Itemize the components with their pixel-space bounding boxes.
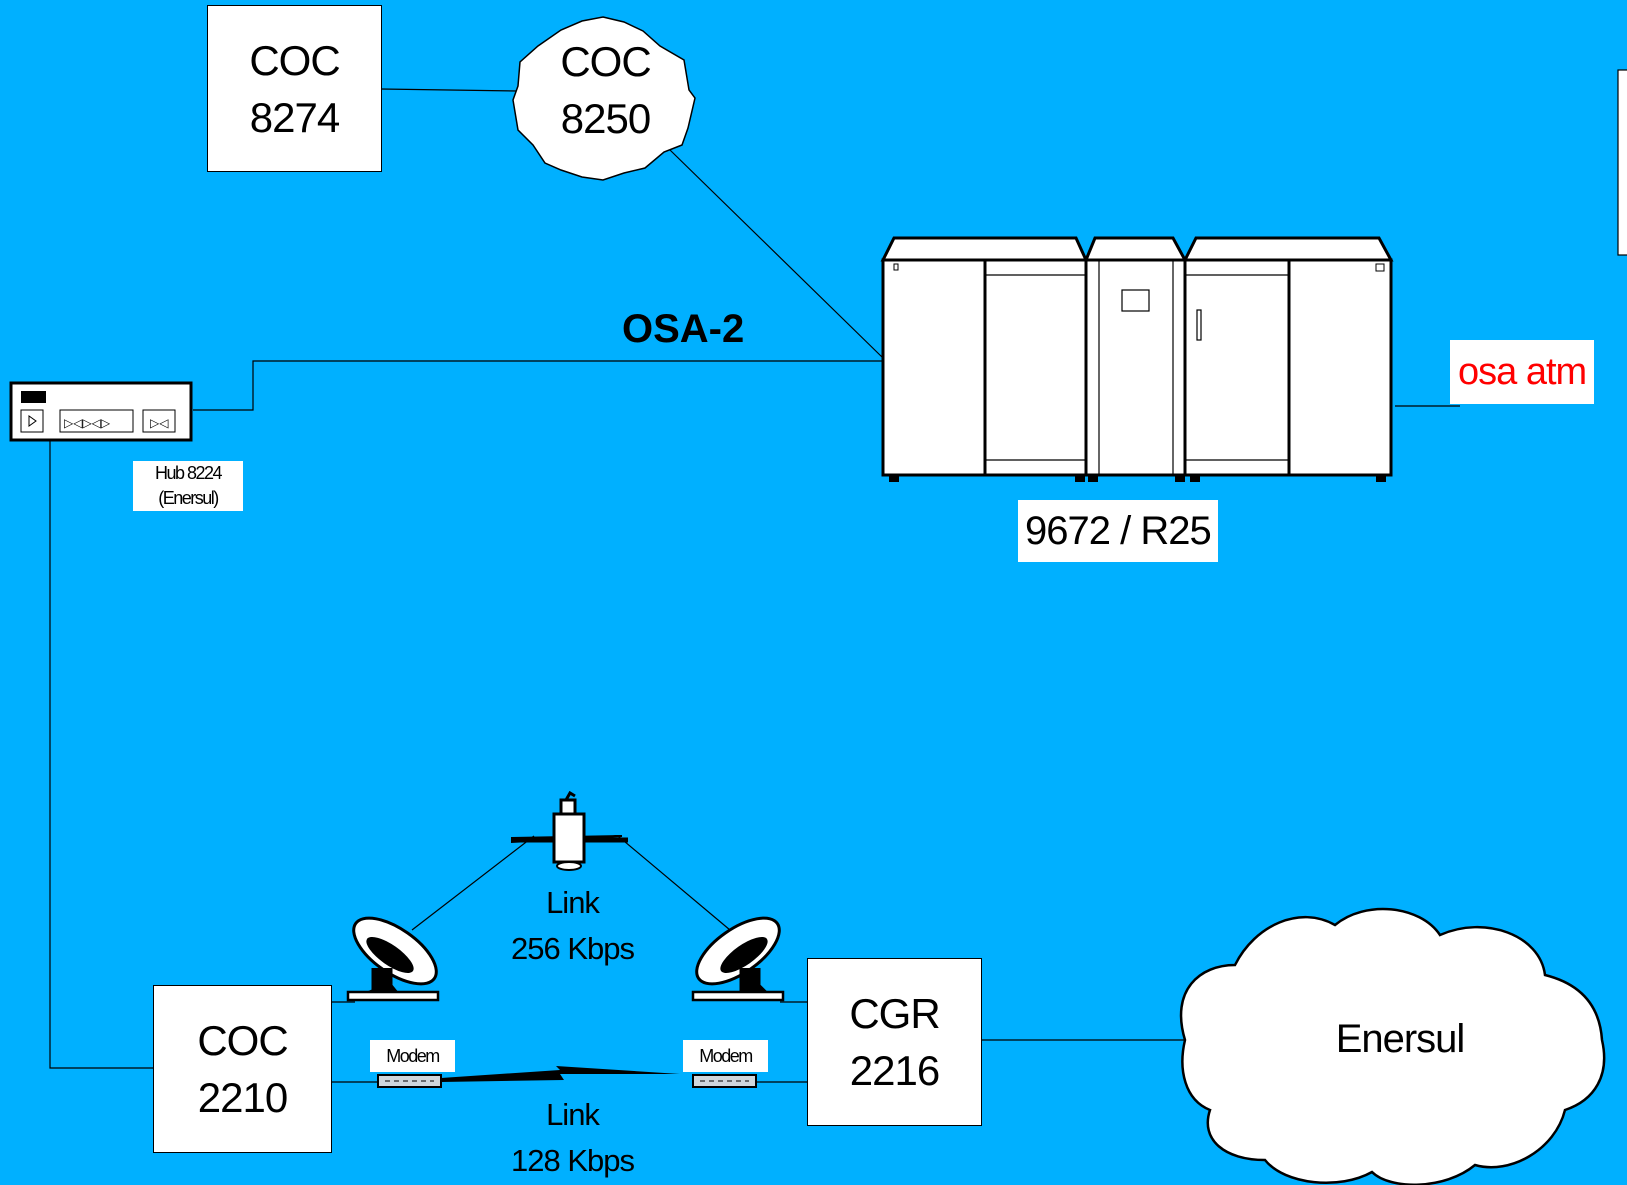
- svg-text:▷◁: ▷◁: [150, 416, 168, 430]
- hub-label-line1: Hub 8224: [154, 463, 223, 483]
- cgr2216-line1: CGR: [849, 990, 940, 1037]
- wire-hub-2210: [49, 441, 153, 1069]
- hub-icon: ▷◁▷◁▷ ▷◁: [9, 381, 193, 442]
- mainframe-label: 9672 / R25: [1018, 500, 1218, 562]
- coc8250-label: COC 8250: [538, 33, 673, 147]
- enersul-cloud-shape: [1179, 907, 1606, 1185]
- osa-atm-label: osa atm: [1450, 340, 1595, 404]
- wire-dish-satellite-left: [411, 835, 535, 931]
- wire-hub-mainframe: [193, 360, 883, 411]
- right-modem-label: Modem: [683, 1040, 768, 1072]
- left-modem-label: Modem: [370, 1040, 455, 1072]
- cgr2216-box: CGR 2216: [807, 958, 982, 1126]
- coc8250-shape: [512, 16, 696, 181]
- enersul-cloud-label: Enersul: [1335, 1017, 1466, 1061]
- coc2210-line2: 2210: [197, 1074, 288, 1121]
- wire-8274-8250: [380, 88, 518, 92]
- cgr2216-line2: 2216: [849, 1047, 940, 1094]
- coc8274-box: COC 8274: [207, 5, 382, 172]
- satellite-link-line1: Link: [546, 885, 600, 920]
- modem-link-line1: Link: [546, 1097, 600, 1132]
- coc2210-line1: COC: [197, 1017, 288, 1064]
- wire-satellite-dish-right: [617, 835, 731, 931]
- svg-text:▷◁▷◁▷: ▷◁▷◁▷: [64, 416, 111, 430]
- offscreen-box-edge: [1617, 69, 1627, 256]
- wire-8250-mainframe: [669, 149, 884, 359]
- hub-label-line2: (Enersul): [158, 488, 219, 508]
- satellite-link-line2: 256 Kbps: [511, 931, 635, 966]
- lightning-link-icon: [441, 1066, 680, 1082]
- right-modem-icon: [692, 1074, 757, 1088]
- coc8274-line2: 8274: [249, 93, 340, 141]
- mainframe-icon: [880, 236, 1394, 482]
- hub-label: Hub 8224 (Enersul): [133, 461, 243, 511]
- osa2-label: OSA-2: [622, 307, 745, 351]
- satellite-link-label: Link 256 Kbps: [480, 880, 665, 972]
- modem-link-line2: 128 Kbps: [511, 1143, 635, 1178]
- left-modem-icon: [377, 1074, 442, 1088]
- coc8250-line2: 8250: [560, 95, 651, 142]
- modem-link-label: Link 128 Kbps: [480, 1092, 665, 1184]
- coc2210-box: COC 2210: [153, 985, 332, 1153]
- coc8274-line1: COC: [249, 36, 340, 84]
- left-dish-icon: [346, 916, 440, 1002]
- coc8250-line1: COC: [560, 38, 651, 85]
- right-dish-icon: [691, 916, 785, 1002]
- satellite-icon: [511, 790, 628, 871]
